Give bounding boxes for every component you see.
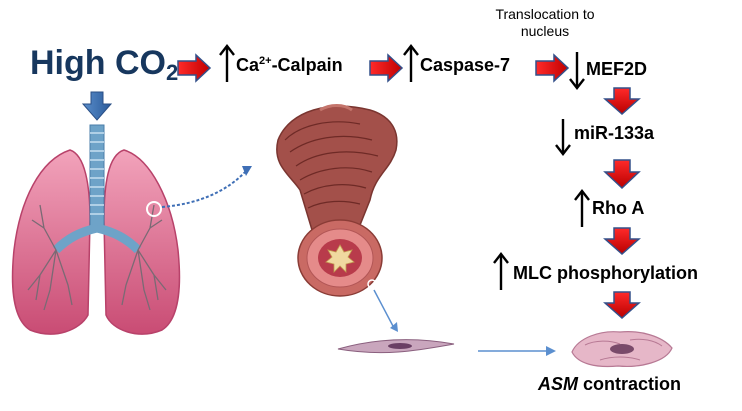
down-arrow-mef2d [569, 52, 585, 90]
red-arrow-down-1 [603, 87, 641, 116]
up-arrow-mlc [493, 252, 509, 290]
red-arrow-2 [369, 53, 404, 83]
mef2d-label: MEF2D [586, 59, 648, 79]
translocation-label: Translocation to nucleus [495, 6, 595, 39]
up-arrow-calpain [219, 44, 235, 82]
mlc-label: MLC phosphorylation [513, 263, 698, 283]
mir-label: miR-133a [574, 123, 655, 143]
up-arrow-rho [574, 189, 590, 227]
cell-arrow [373, 289, 398, 332]
red-arrow-down-4 [603, 291, 641, 320]
blue-arrow-down [81, 91, 113, 121]
calpain-label: Ca2+-Calpain [236, 55, 343, 75]
up-arrow-caspase [403, 44, 419, 82]
caspase-label: Caspase-7 [420, 55, 511, 75]
stimulus-label: High CO2 [30, 44, 179, 85]
contracted-muscle-cell [571, 331, 673, 368]
outcome-label: ASM contraction [538, 374, 682, 394]
down-arrow-mir [555, 119, 571, 156]
red-arrow-1 [177, 53, 212, 83]
rho-label: Rho A [592, 198, 645, 218]
red-arrow-3 [535, 53, 570, 83]
contraction-arrow [478, 346, 556, 356]
lungs-illustration [11, 124, 181, 335]
red-arrow-down-2 [603, 159, 641, 190]
smooth-muscle-cell [337, 339, 455, 354]
airway-illustration [276, 104, 398, 297]
red-arrow-down-3 [603, 227, 641, 256]
zoom-arrow [161, 166, 252, 208]
